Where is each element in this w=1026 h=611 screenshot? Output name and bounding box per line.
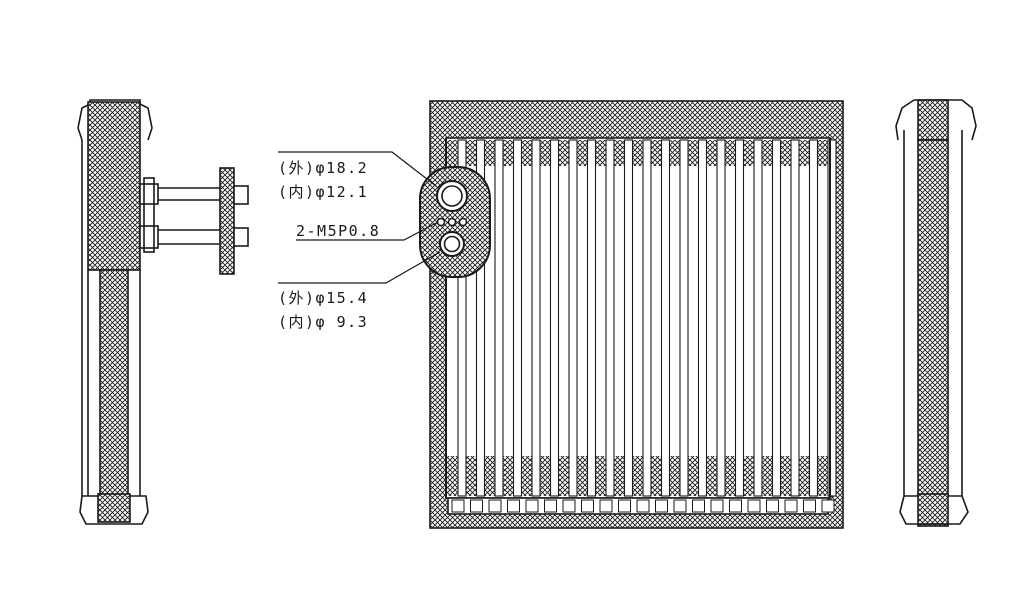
evaporator-tube [531,139,541,497]
bottom-plate-slot [784,499,798,513]
evaporator-tube [697,139,708,497]
front-tubes [451,139,837,513]
left-upper-tank [87,101,141,271]
outlet-leader-line [278,151,437,187]
bottom-plate-slot [692,499,705,513]
evaporator-tube [827,139,837,497]
evaporator-tube [771,139,782,497]
bottom-plate-slot [581,499,594,513]
bottom-plate-slot [451,499,465,513]
inlet-inner-diameter-label: (内)φ 9.3 [278,313,368,331]
bottom-plate-slot [507,499,520,513]
outlet-outer-diameter-label: (外)φ18.2 [278,159,368,177]
bottom-plate-slot [488,499,502,513]
evaporator-tube [586,139,597,497]
evaporator-tube [642,139,652,497]
right-core-side [917,139,949,527]
bolt-leader-line [296,221,439,241]
bottom-plate-slot [710,499,724,513]
evaporator-tube [808,139,819,497]
bottom-plate-slot [562,499,576,513]
front-core [445,137,831,499]
outlet-inner-diameter-label: (内)φ12.1 [278,183,368,201]
bottom-plate-slot [747,499,761,513]
evaporator-tube [660,139,671,497]
bolt-hole-1 [436,217,446,227]
bottom-plate-slot [525,499,539,513]
bolt-spec-label: 2-M5P0.8 [296,222,380,240]
evaporator-tube [790,139,800,497]
bottom-plate-slot [470,499,483,513]
evaporator-tube [475,139,486,497]
left-side-view [77,99,249,525]
bolt-hole-3 [458,217,468,227]
inlet-outer-diameter-label: (外)φ15.4 [278,289,368,307]
inlet-leader-line [278,251,441,284]
bottom-plate-slot [821,499,835,513]
right-side-view [895,99,977,527]
bottom-plate-slot [673,499,687,513]
evaporator-tube [623,139,634,497]
bottom-plate-slot [655,499,668,513]
bottom-plate-slot [618,499,631,513]
bolt-hole-2 [447,217,457,227]
evaporator-tube [734,139,745,497]
evaporator-tube [549,139,560,497]
bottom-plate-slot [544,499,557,513]
evaporator-tube [753,139,763,497]
callouts [278,151,441,284]
evaporator-tube [494,139,504,497]
bottom-plate-slot [803,499,816,513]
bottom-plate-slot [599,499,613,513]
bottom-plate-slot [766,499,779,513]
left-flange [219,167,235,275]
left-core-side [99,269,129,497]
evaporator-tube [605,139,615,497]
bottom-plate-slot [729,499,742,513]
bottom-plate-slot [636,499,650,513]
evaporator-tube [512,139,523,497]
evaporator-tube [457,139,467,497]
evaporator-tube [679,139,689,497]
front-view [419,100,844,529]
evaporator-tube [568,139,578,497]
evaporator-tube [716,139,726,497]
